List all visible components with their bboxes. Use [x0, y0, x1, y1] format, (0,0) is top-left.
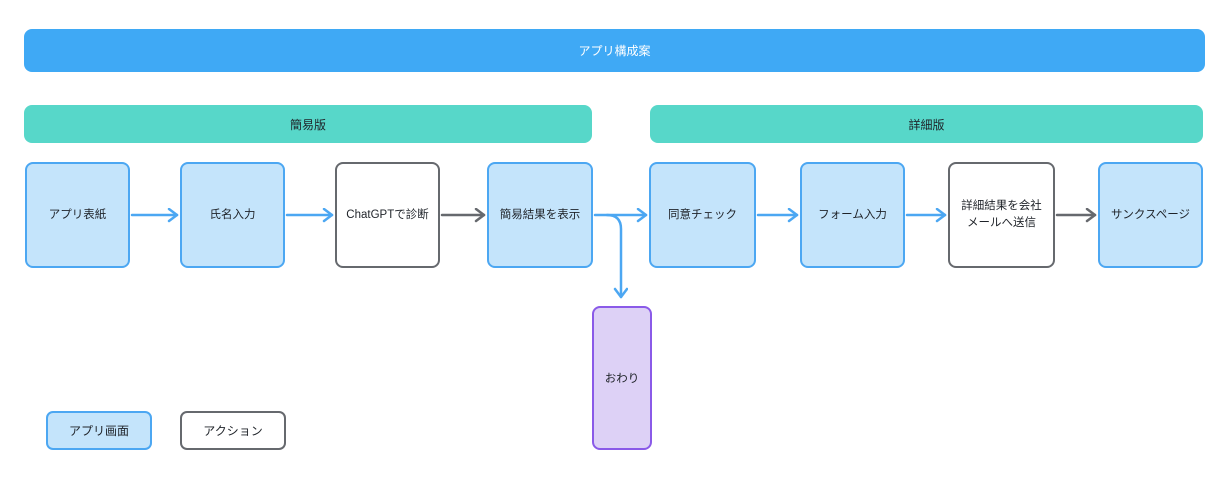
- section-header-detailed-label: 詳細版: [908, 117, 945, 132]
- flow-node-label: フォーム入力: [818, 208, 887, 221]
- flow-node-label: おわり: [604, 373, 640, 385]
- section-header-detailed[interactable]: 詳細版: [650, 105, 1203, 143]
- legend-action-label: アクション: [203, 424, 263, 438]
- legend-app-screen-label: アプリ画面: [68, 424, 129, 438]
- flow-node-chatgpt-diagnosis[interactable]: ChatGPTで診断: [335, 162, 440, 268]
- flow-node-label: 氏名入力: [209, 208, 256, 221]
- flow-node-form-input[interactable]: フォーム入力: [800, 162, 905, 268]
- flow-node-name-input[interactable]: 氏名入力: [180, 162, 285, 268]
- flow-node-label: アプリ表紙: [48, 208, 107, 221]
- flow-node-label: サンクスページ: [1110, 208, 1191, 221]
- flow-node-label: ChatGPTで診断: [346, 208, 429, 221]
- flow-node-label: 簡易結果を表示: [499, 208, 581, 221]
- legend-app-screen[interactable]: アプリ画面: [46, 411, 152, 450]
- flow-node-label: 同意チェック: [668, 208, 737, 221]
- section-header-simple[interactable]: 簡易版: [24, 105, 592, 143]
- flow-node-thanks-page[interactable]: サンクスページ: [1098, 162, 1203, 268]
- section-header-simple-label: 簡易版: [289, 117, 326, 132]
- title-banner-label: アプリ構成案: [578, 44, 651, 58]
- flow-node-end[interactable]: おわり: [592, 306, 652, 450]
- flow-node-label: 詳細結果を会社メールへ送信: [961, 200, 1042, 229]
- flow-node-simple-result[interactable]: 簡易結果を表示: [487, 162, 593, 268]
- flow-node-consent-check[interactable]: 同意チェック: [649, 162, 756, 268]
- flow-node-app-cover[interactable]: アプリ表紙: [25, 162, 130, 268]
- flow-node-detail-result-email[interactable]: 詳細結果を会社メールへ送信: [948, 162, 1055, 268]
- legend-action[interactable]: アクション: [180, 411, 286, 450]
- arrow-simple-result-to-end: [605, 213, 621, 299]
- title-banner[interactable]: アプリ構成案: [24, 29, 1205, 72]
